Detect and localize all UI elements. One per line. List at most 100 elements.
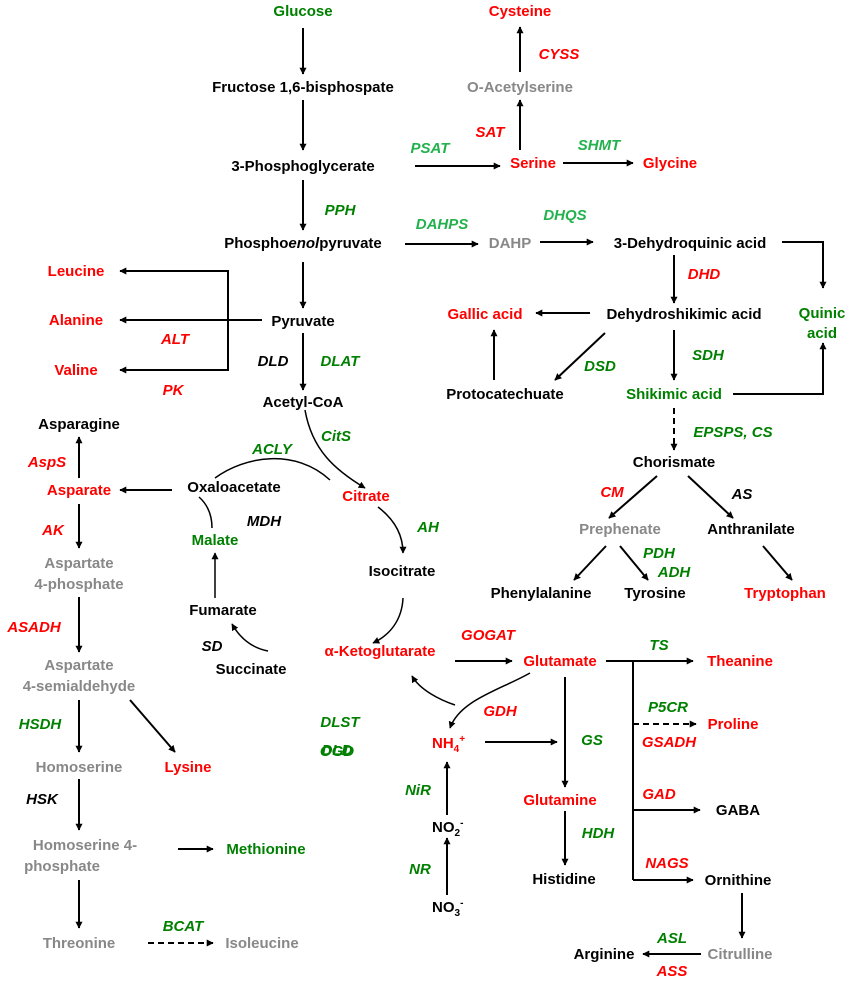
enzyme-hsk: HSK	[26, 791, 59, 808]
metabolite-3-dehydroquinic-acid: 3-Dehydroquinic acid	[614, 235, 767, 252]
enzyme-acly: ACLY	[251, 441, 294, 458]
enzyme-dhd: DHD	[688, 266, 721, 283]
metabolite-aspartate-4-phosphate-line2: 4-phosphate	[34, 576, 123, 593]
metabolite-nitrate: NO3-	[432, 898, 463, 919]
metabolite-valine: Valine	[54, 362, 97, 379]
arrow-chorismate-anthranilate	[687, 475, 734, 519]
arrow-chorismate-prephenate	[608, 475, 658, 519]
enzyme-cyss: CYSS	[539, 46, 580, 63]
metabolite-gaba: GABA	[716, 802, 760, 819]
metabolite-homoserine-4-phosphate-line1: Homoserine 4-	[33, 837, 137, 854]
metabolite-asparagine: Asparagine	[38, 416, 120, 433]
metabolite-aspartate-4-semialdehyde-line2: 4-semialdehyde	[23, 678, 136, 695]
metabolite-glutamine: Glutamine	[523, 792, 596, 809]
metabolite-arginine: Arginine	[574, 946, 635, 963]
arrow-succinate-fumarate	[231, 623, 269, 652]
enzyme-psat: PSAT	[411, 140, 452, 157]
metabolite-alanine: Alanine	[49, 312, 103, 329]
arc-malate-oxaloacetate	[198, 496, 213, 529]
metabolite-quinic-acid-line2: acid	[807, 325, 837, 342]
metabolite-homoserine-4-phosphate-line2: phosphate	[24, 858, 100, 875]
enzyme-bcat: BCAT	[163, 918, 205, 935]
metabolite-histidine: Histidine	[532, 871, 595, 888]
enzyme-sd: SD	[202, 638, 223, 655]
metabolite-shikimic-acid: Shikimic acid	[626, 386, 722, 403]
enzyme-sdh: SDH	[692, 347, 725, 364]
enzyme-dld: DLD	[258, 353, 289, 370]
arrow-citrate-isocitrate	[377, 506, 407, 554]
enzyme-asadh: ASADH	[6, 619, 62, 636]
enzyme-cm: CM	[600, 484, 624, 501]
metabolite-asparate: Asparate	[47, 482, 111, 499]
metabolite-oxaloacetate: Oxaloacetate	[187, 479, 280, 496]
enzyme-gs: GS	[581, 732, 603, 749]
enzyme-mdh: MDH	[247, 513, 282, 530]
enzyme-gad: GAD	[642, 786, 676, 803]
metabolite-dehydroshikimic-acid: Dehydroshikimic acid	[606, 306, 761, 323]
metabolite-serine: Serine	[510, 155, 556, 172]
arrow-isocitrate-akg	[372, 597, 404, 644]
metabolite-methionine: Methionine	[226, 841, 305, 858]
metabolite-o-acetylserine: O-Acetylserine	[467, 79, 573, 96]
arrow-anthranilate-tryptophan	[762, 545, 793, 581]
enzyme-as: AS	[731, 486, 753, 503]
arrow-glutamate-nh4	[448, 672, 531, 729]
enzyme-adh: ADH	[657, 564, 692, 581]
metabolite-fructose-bp: Fructose 1,6-bisphospate	[212, 79, 394, 96]
enzyme-asl: ASL	[656, 930, 687, 947]
metabolite-threonine: Threonine	[43, 935, 116, 952]
metabolite-tyrosine: Tyrosine	[624, 585, 685, 602]
enzyme-gogat: GOGAT	[461, 627, 517, 644]
metabolite-gallic-acid: Gallic acid	[447, 306, 522, 323]
metabolite-alpha-ketoglutarate: α-Ketoglutarate	[325, 643, 436, 660]
enzyme-asps: AspS	[27, 454, 66, 471]
enzyme-dsd: DSD	[584, 358, 616, 375]
metabolite-ornithine: Ornithine	[705, 872, 772, 889]
metabolite-phenylalanine: Phenylalanine	[491, 585, 592, 602]
enzyme-cits: CitS	[321, 428, 351, 445]
metabolite-theanine: Theanine	[707, 653, 773, 670]
arrow-dhq-quinic	[782, 241, 827, 289]
enzyme-alt: ALT	[160, 331, 191, 348]
metabolite-succinate: Succinate	[216, 661, 287, 678]
enzyme-ass: ASS	[656, 963, 688, 980]
enzyme-epsps-cs: EPSPS, CS	[693, 424, 772, 441]
enzyme-ogd-text: OGD	[320, 743, 354, 760]
enzyme-dlat: DLAT	[321, 353, 362, 370]
arc-oxaloacetate-citrate	[214, 458, 331, 481]
arrow-asp4sa-lysine	[129, 699, 176, 753]
metabolite-homoserine: Homoserine	[36, 759, 123, 776]
arrow-acetylcoa-citrate	[304, 409, 366, 489]
enzyme-dahps: DAHPS	[416, 216, 469, 233]
metabolite-dahp: DAHP	[489, 235, 532, 252]
arrows	[75, 26, 827, 958]
metabolite-phosphoenolpyruvate: Phosphoenolpyruvate	[224, 235, 382, 252]
metabolite-tryptophan: Tryptophan	[744, 585, 826, 602]
enzyme-shmt: SHMT	[578, 137, 622, 154]
metabolite-aspartate-4-semialdehyde-line1: Aspartate	[44, 657, 113, 674]
enzyme-nr: NR	[409, 861, 431, 878]
enzyme-p5cr: P5CR	[648, 699, 688, 716]
metabolite-protocatechuate: Protocatechuate	[446, 386, 564, 403]
enzyme-ts: TS	[649, 637, 668, 654]
enzyme-pph: PPH	[325, 202, 357, 219]
metabolite-isocitrate: Isocitrate	[369, 563, 436, 580]
enzyme-dhqs: DHQS	[543, 207, 586, 224]
metabolite-glutamate: Glutamate	[523, 653, 596, 670]
metabolite-proline: Proline	[708, 716, 759, 733]
enzyme-nir: NiR	[405, 782, 431, 799]
metabolite-fumarate: Fumarate	[189, 602, 257, 619]
enzyme-dlst: DLST	[320, 714, 361, 731]
metabolite-quinic-acid-line1: Quinic	[799, 305, 846, 322]
metabolite-nitrite: NO2-	[432, 818, 463, 839]
enzyme-pdh: PDH	[643, 545, 676, 562]
enzyme-gdh: GDH	[483, 703, 518, 720]
enzyme-pk: PK	[163, 382, 185, 399]
enzyme-labels: CYSS SAT PSAT SHMT PPH DAHPS DHQS DHD DS…	[6, 46, 772, 980]
enzyme-ak: AK	[41, 522, 65, 539]
arrow-prephenate-tyrosine	[619, 545, 649, 581]
metabolite-cysteine: Cysteine	[489, 3, 552, 20]
enzyme-nags: NAGS	[645, 855, 688, 872]
metabolite-acetyl-coa: Acetyl-CoA	[263, 394, 344, 411]
